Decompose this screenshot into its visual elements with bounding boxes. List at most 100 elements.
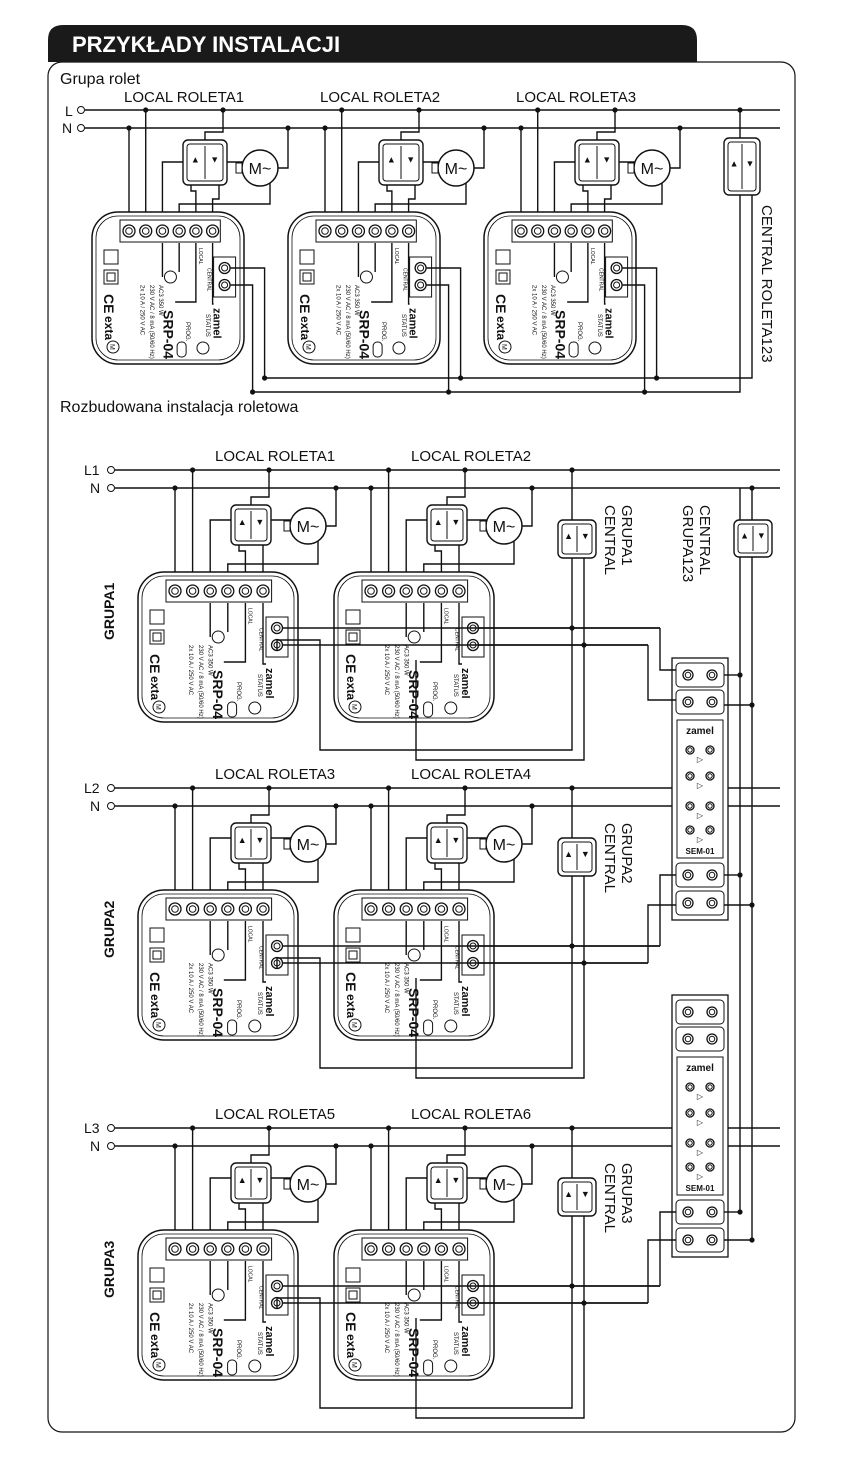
terminal-inner [384, 1245, 393, 1253]
status-label: STATUS [400, 314, 406, 337]
sem-icon-terminal [685, 1108, 695, 1118]
terminal [682, 1234, 694, 1246]
junction-dot [737, 107, 743, 113]
wire-motor-n [522, 1146, 533, 1185]
m-mark: M [304, 344, 311, 350]
junction-dot [462, 1125, 468, 1131]
ce-mark: CE [343, 654, 359, 673]
terminal-inner [437, 587, 446, 595]
spec-voltage: 230 V AC / 8 mA (50/60 Hz) [540, 285, 546, 359]
motor-symbol-small [555, 270, 569, 284]
prog-button [372, 341, 383, 358]
terminal-inner [206, 905, 214, 913]
spec-power: AC3 350 W [402, 963, 408, 994]
group-loop [276, 1297, 321, 1309]
prog-button [423, 1359, 434, 1376]
motor-symbol-small [407, 630, 421, 644]
terminal [238, 584, 253, 598]
terminal-inner [613, 281, 621, 289]
line-l-label: L1 [84, 462, 100, 478]
local-label: LOCAL [246, 926, 252, 943]
weee-bin-icon [495, 249, 511, 265]
model-label: SRP-04 [406, 670, 422, 719]
local-roleta-label: LOCAL ROLETA4 [411, 766, 531, 783]
junction-dot [386, 467, 392, 473]
junction-dot [266, 785, 272, 791]
double-insulation-icon [345, 629, 361, 645]
status-led [248, 1019, 262, 1033]
spec-power: AC3 350 W [402, 645, 408, 676]
central-label: CENTRAL [696, 505, 713, 575]
wire-switch-up [434, 1203, 443, 1249]
terminal-inner [192, 227, 200, 235]
junction-dot [143, 107, 149, 113]
terminal-inner [708, 1208, 716, 1216]
exta-logo: exta [344, 994, 358, 1018]
terminal-inner [584, 227, 592, 235]
section2-title: Rozbudowana instalacja roletowa [60, 399, 298, 416]
junction-dot [749, 702, 755, 708]
terminal [417, 1242, 431, 1256]
terminal [452, 1242, 466, 1256]
line-n-label: N [90, 1138, 100, 1154]
junction-dot [285, 125, 291, 131]
motor-symbol-small [407, 1288, 421, 1302]
junction-dot [749, 902, 755, 908]
terminal-l [107, 784, 115, 792]
up-arrow-icon: ▲ [730, 159, 739, 169]
m-mark-icon [106, 340, 120, 354]
local-roleta-label: LOCAL ROLETA3 [215, 766, 335, 783]
local-roleta-label: LOCAL ROLETA6 [411, 1106, 531, 1123]
group-label: GRUPA2 [101, 900, 117, 958]
terminal-n [107, 802, 115, 810]
down-arrow-icon: ▼ [581, 1189, 590, 1199]
model-label: SRP-04 [210, 1328, 226, 1377]
status-led [444, 1019, 458, 1033]
junction-dot [737, 872, 743, 878]
weee-bin-icon [103, 249, 119, 265]
central-bus-a [622, 267, 658, 378]
terminal [682, 669, 694, 681]
motor-shaft [479, 838, 487, 850]
local-label: LOCAL [246, 608, 252, 625]
terminal [581, 224, 595, 238]
m-mark-icon [348, 1018, 362, 1032]
terminal [381, 1242, 396, 1256]
motor-symbol-small [359, 270, 373, 284]
wire-motor-n [326, 1146, 337, 1185]
central-return-b [415, 876, 585, 1079]
junction-dot [569, 625, 575, 631]
motor-shaft [479, 1178, 487, 1190]
m-mark: M [154, 704, 161, 710]
internal-wire [262, 1261, 266, 1323]
terminal-inner [208, 227, 217, 235]
spec-contacts: 2x 10 A / 250 V AC [335, 285, 341, 336]
terminal-inner [224, 1245, 232, 1253]
down-arrow-icon: ▼ [255, 517, 264, 527]
wire-switch-supply [250, 1128, 270, 1163]
terminal-inner [188, 905, 197, 913]
junction-dot [266, 1125, 272, 1131]
terminal-inner [567, 227, 575, 235]
terminal-inner [455, 1245, 463, 1253]
group-loop [276, 639, 321, 651]
terminal-block [165, 897, 273, 921]
terminal [364, 584, 378, 598]
sem-icon-terminal [685, 1082, 695, 1092]
terminal [185, 902, 200, 916]
junction-dot [172, 803, 178, 809]
central-label: CENTRAL [601, 505, 618, 575]
switch-inner [430, 1166, 464, 1200]
weee-bin-icon [299, 249, 315, 265]
terminal-inner [337, 227, 346, 235]
sem-terminal-out [675, 890, 725, 916]
srp-04-module [137, 571, 299, 723]
status-label: STATUS [596, 314, 602, 337]
central-bus-b [230, 284, 254, 392]
spec-power: AC3 350 W [206, 1303, 212, 1334]
terminal-inner [684, 1236, 692, 1244]
terminal-inner [455, 587, 463, 595]
central-grupa123-label: GRUPA123 [679, 505, 696, 582]
terminal [706, 696, 718, 708]
sem-icon-terminal [685, 745, 695, 755]
